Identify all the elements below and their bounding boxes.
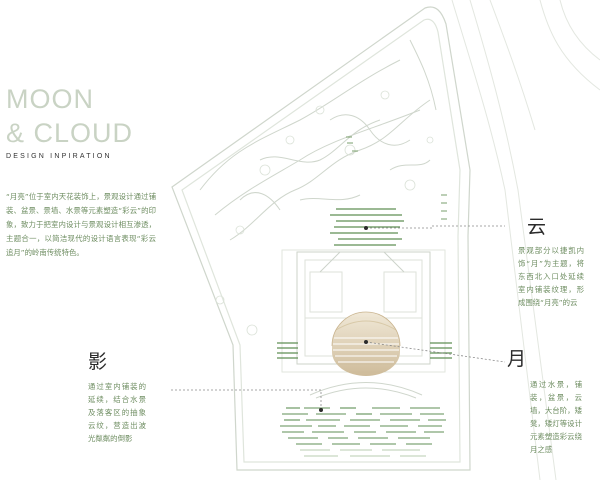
green-marks	[346, 136, 447, 220]
intro-paragraph: “月亮”位于室内天花装饰上，景观设计通过铺装、盆景、景墙、水景等元素塑造“彩云”…	[6, 192, 156, 257]
cloud-description: 景观部分以捷凯内饰“月”为主题，将东西北入口处延续室内铺装纹理，形成围绕“月亮”…	[518, 246, 584, 307]
shadow-stripes-light	[300, 449, 426, 457]
roads-background	[451, 0, 600, 481]
site-boundary	[171, 6, 471, 471]
title-cloud: & CLOUD	[6, 118, 134, 148]
canopy-arc	[309, 382, 423, 399]
callout-dots	[319, 226, 368, 412]
title-moon: MOON	[6, 84, 94, 114]
cloud-stripes-side	[277, 342, 452, 359]
shadow-stripes-south	[280, 407, 446, 445]
shadow-heading: 影	[88, 351, 108, 373]
cloud-heading: 云	[527, 216, 547, 238]
park-paths	[199, 39, 437, 241]
callout-leaders	[170, 225, 506, 410]
moon-heading: 月	[507, 348, 527, 370]
subtitle-design-inspiration: DESIGN INPIRATION	[6, 153, 112, 160]
shadow-description: 通过室内铺装的延续，结合水景及落客区的抽象云纹，营造出波光粼粼的倒影	[88, 382, 146, 443]
moon-description: 通过水景，铺装，盆景，云墙，大台阶，矮凳，矮灯等设计元素塑造彩云绕月之感	[530, 380, 582, 454]
tree-markers	[215, 90, 434, 336]
